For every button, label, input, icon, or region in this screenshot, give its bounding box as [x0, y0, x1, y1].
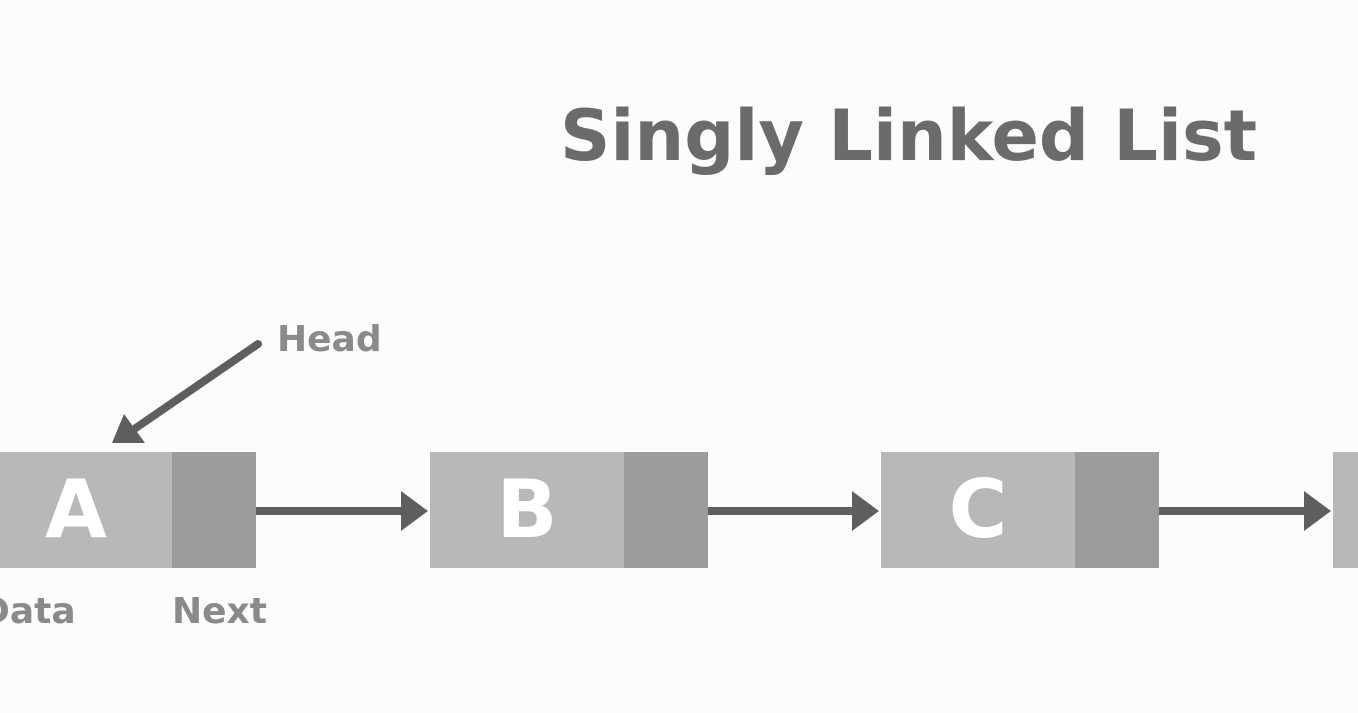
- diagram-title: Singly Linked List: [560, 95, 1258, 177]
- link-arrow-a-to-b: [256, 491, 428, 531]
- node-c-data-cell: C: [881, 452, 1075, 568]
- node-d-data-cell: [1333, 452, 1358, 568]
- link-arrow-b-to-c: [708, 491, 879, 531]
- data-label: Data: [0, 591, 76, 632]
- node-a-value: A: [45, 463, 107, 556]
- node-b-next-cell: [624, 452, 708, 568]
- head-pointer-arrow: [112, 340, 262, 443]
- node-b-data-cell: B: [430, 452, 624, 568]
- link-arrow-c-to-d: [1159, 491, 1331, 531]
- next-label: Next: [172, 591, 267, 632]
- node-c-value: C: [948, 463, 1008, 556]
- node-a-data-cell: A: [0, 452, 172, 568]
- node-a-next-cell: [172, 452, 256, 568]
- node-c-next-cell: [1075, 452, 1159, 568]
- head-label: Head: [277, 319, 382, 360]
- node-b-value: B: [496, 463, 558, 556]
